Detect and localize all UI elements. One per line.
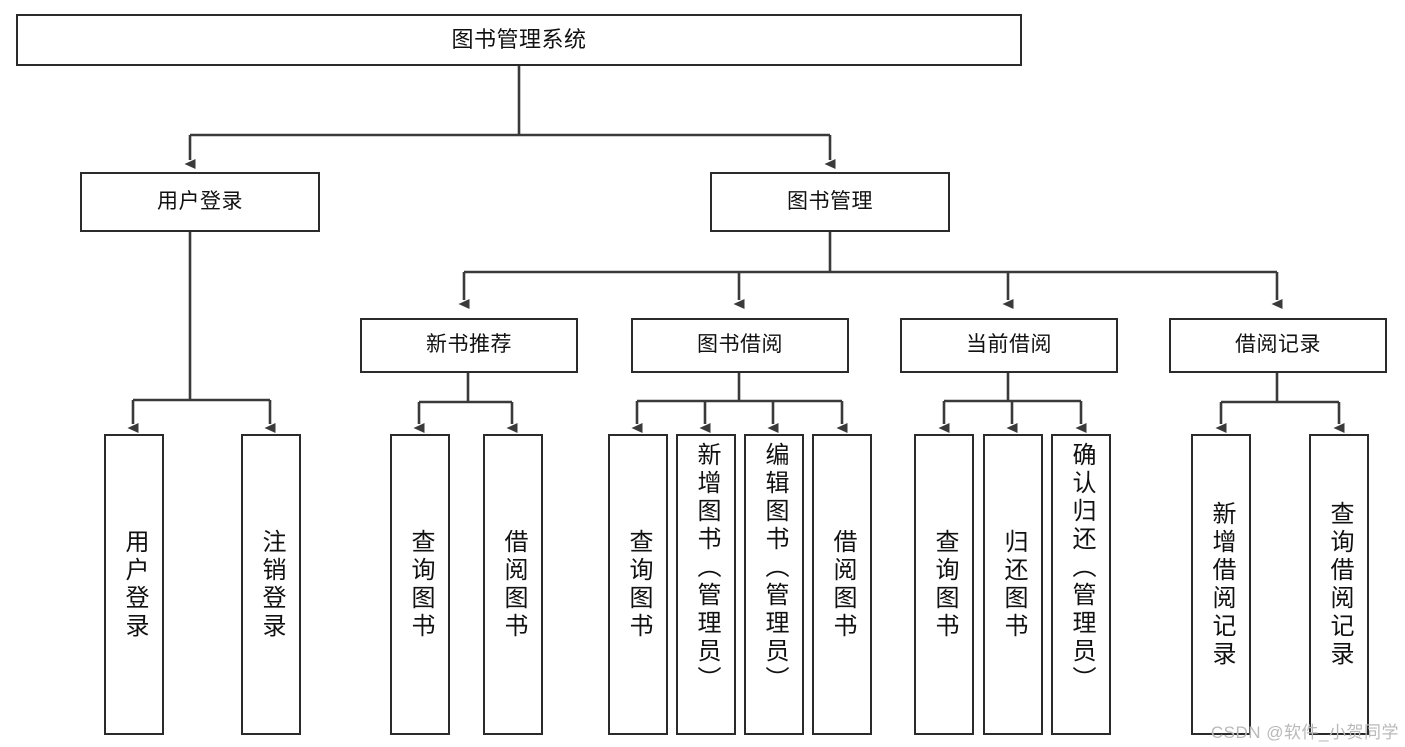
vertical-text-wrap: 查询图书	[916, 436, 972, 733]
leaf-edit-book[interactable]: 编辑图书（管理员）	[744, 434, 804, 735]
leaf-query-borrow-record[interactable]: 查询借阅记录	[1309, 434, 1369, 735]
node-label: 注销登录	[258, 528, 285, 641]
vertical-text-wrap: 编辑图书（管理员）	[746, 436, 802, 733]
node-label: 归还图书	[1000, 528, 1027, 641]
node-user-login[interactable]: 用户登录	[80, 172, 320, 232]
node-label: 新增借阅记录	[1208, 500, 1235, 669]
vertical-text-wrap: 查询图书	[392, 436, 448, 733]
node-label: 查询借阅记录	[1326, 500, 1353, 669]
vertical-text-wrap: 归还图书	[985, 436, 1041, 733]
vertical-text-wrap: 查询借阅记录	[1311, 436, 1367, 733]
node-label: 查询图书	[407, 528, 434, 641]
leaf-return-book[interactable]: 归还图书	[983, 434, 1043, 735]
leaf-query-book-recommend[interactable]: 查询图书	[390, 434, 450, 735]
csdn-watermark: CSDN @软件_小贺同学	[1210, 723, 1399, 742]
leaf-add-borrow-record[interactable]: 新增借阅记录	[1191, 434, 1251, 735]
vertical-text-wrap: 借阅图书	[814, 436, 870, 733]
node-new-book-recommend[interactable]: 新书推荐	[360, 318, 578, 373]
node-label: 查询图书	[931, 528, 958, 641]
node-label: 新增图书（管理员）	[693, 442, 720, 694]
node-label: 图书借阅	[697, 333, 783, 357]
leaf-user-login[interactable]: 用户登录	[104, 434, 164, 735]
leaf-borrow-book-recommend[interactable]: 借阅图书	[483, 434, 543, 735]
node-root-system[interactable]: 图书管理系统	[16, 14, 1022, 66]
node-borrow-record[interactable]: 借阅记录	[1169, 318, 1387, 373]
node-label: 用户登录	[157, 189, 243, 213]
node-book-manage[interactable]: 图书管理	[710, 172, 950, 232]
vertical-text-wrap: 确认归还（管理员）	[1053, 436, 1109, 733]
vertical-text-wrap: 注销登录	[243, 436, 299, 733]
leaf-confirm-return[interactable]: 确认归还（管理员）	[1051, 434, 1111, 735]
node-label: 确认归还（管理员）	[1068, 442, 1095, 694]
node-label: 借阅图书	[829, 528, 856, 641]
node-label: 用户登录	[121, 528, 148, 641]
vertical-text-wrap: 用户登录	[106, 436, 162, 733]
vertical-text-wrap: 查询图书	[610, 436, 666, 733]
node-label: 查询图书	[625, 528, 652, 641]
leaf-logout[interactable]: 注销登录	[241, 434, 301, 735]
node-label: 当前借阅	[966, 333, 1052, 357]
leaf-borrow-book[interactable]: 借阅图书	[812, 434, 872, 735]
node-label: 借阅图书	[500, 528, 527, 641]
vertical-text-wrap: 新增借阅记录	[1193, 436, 1249, 733]
node-label: 新书推荐	[426, 333, 512, 357]
leaf-query-book-borrow[interactable]: 查询图书	[608, 434, 668, 735]
node-label: 编辑图书（管理员）	[761, 442, 788, 694]
node-book-borrow[interactable]: 图书借阅	[631, 318, 849, 373]
node-label: 图书管理	[787, 189, 873, 213]
node-current-borrow[interactable]: 当前借阅	[900, 318, 1118, 373]
leaf-query-book-current[interactable]: 查询图书	[914, 434, 974, 735]
leaf-add-book[interactable]: 新增图书（管理员）	[676, 434, 736, 735]
node-label: 图书管理系统	[451, 27, 587, 53]
vertical-text-wrap: 新增图书（管理员）	[678, 436, 734, 733]
node-label: 借阅记录	[1235, 333, 1321, 357]
vertical-text-wrap: 借阅图书	[485, 436, 541, 733]
